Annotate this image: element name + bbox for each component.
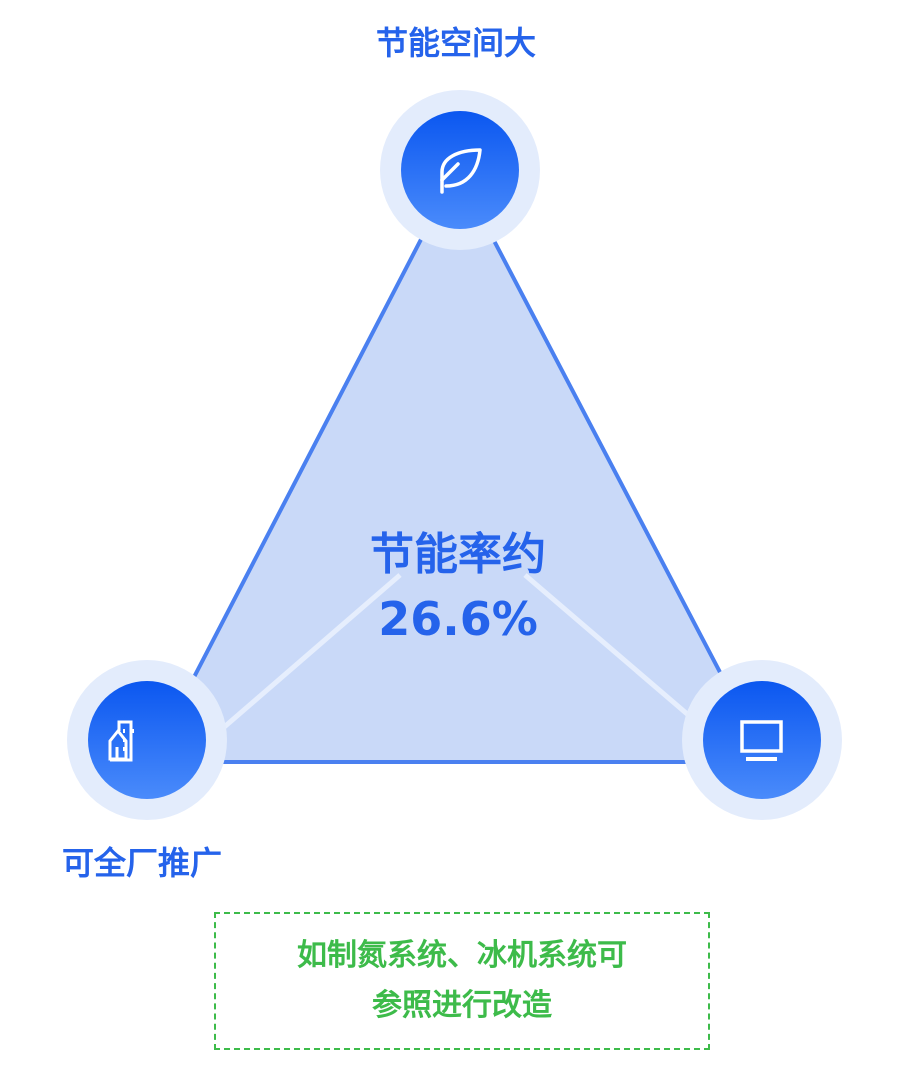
center-value: 26.6% [378, 592, 538, 646]
left-node-label: 可全厂推广 [62, 844, 223, 882]
node-left [67, 660, 227, 820]
note-line-1: 如制氮系统、冰机系统可 [297, 938, 627, 973]
building-icon [108, 720, 133, 762]
spoke-right [523, 573, 702, 727]
top-node-label: 节能空间大 [376, 24, 537, 62]
node-right [682, 660, 842, 820]
center-title: 节能率约 [370, 529, 546, 580]
monitor-icon [740, 720, 783, 761]
node-top [380, 90, 540, 250]
note-line-2: 参照进行改造 [372, 988, 552, 1023]
spoke-left [213, 573, 402, 737]
leaf-icon [440, 148, 482, 194]
note-box: 如制氮系统、冰机系统可 参照进行改造 [214, 912, 710, 1050]
